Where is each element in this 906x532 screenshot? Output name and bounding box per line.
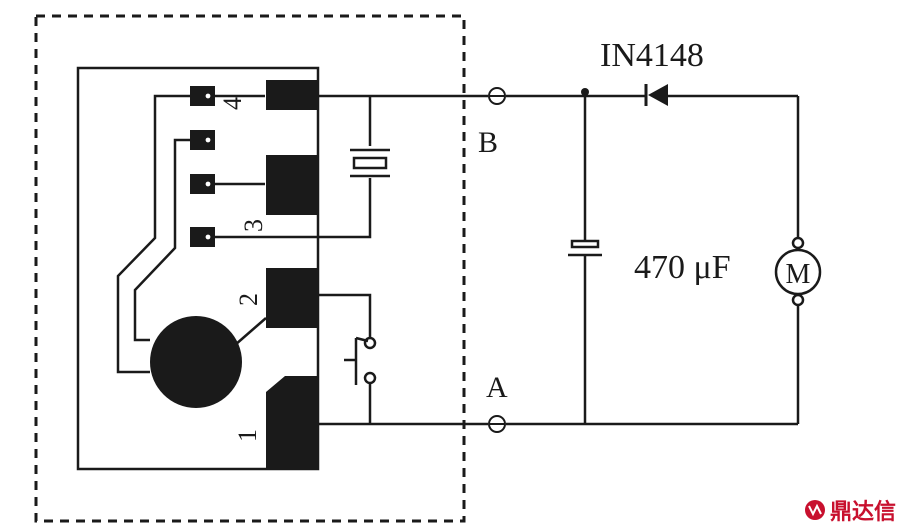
motor-symbol (774, 236, 822, 307)
contact-terminal (190, 86, 215, 106)
pin-1-label: 1 (233, 429, 262, 442)
watermark-text: 鼎达信 (830, 499, 896, 525)
internal-wiring (116, 94, 372, 424)
capacitor-symbol (568, 239, 602, 257)
chip-blob (150, 316, 242, 408)
watermark: 鼎达信 (805, 499, 896, 525)
pad-3 (266, 155, 318, 215)
diode-symbol (644, 84, 668, 106)
crystal-oscillator (350, 96, 390, 178)
terminal-a (488, 415, 506, 433)
motor-label: M (786, 259, 811, 290)
watermark-logo-icon (805, 500, 825, 520)
contact-terminal (190, 227, 215, 247)
terminal-a-label: A (486, 371, 508, 404)
module-boundary (34, 14, 466, 523)
capacitor-label: 470 μF (634, 249, 731, 286)
pad-1 (266, 376, 318, 469)
terminal-b-label: B (478, 126, 498, 159)
diode-label: IN4148 (600, 37, 704, 74)
main-rails (318, 94, 800, 426)
pad-2 (266, 268, 318, 328)
pad-4 (266, 80, 318, 110)
pin-3-label: 3 (239, 219, 268, 232)
contact-group (190, 86, 215, 247)
pin-2-label: 2 (234, 293, 263, 306)
contact-terminal (190, 130, 215, 150)
junction-dot (581, 88, 589, 96)
terminal-b (488, 87, 506, 105)
pin-4-label: 4 (218, 97, 247, 110)
push-button-switch (344, 336, 377, 385)
contact-terminal (190, 174, 215, 194)
